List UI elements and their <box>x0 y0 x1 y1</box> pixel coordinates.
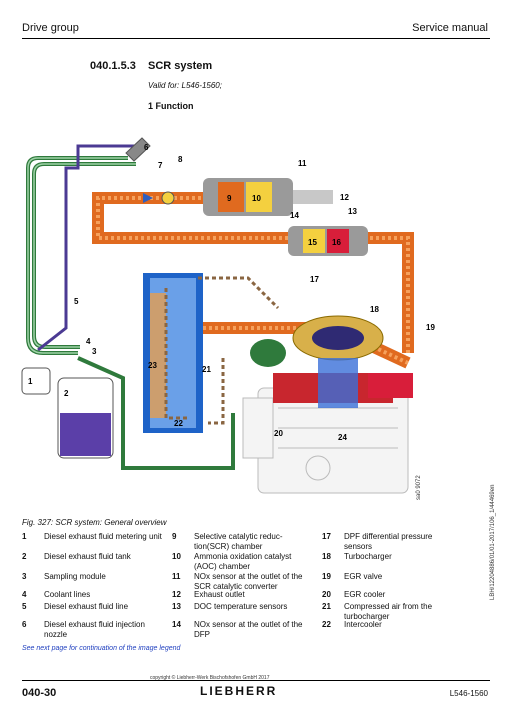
def-line <box>37 144 136 352</box>
page-number: 040-30 <box>22 687 57 699</box>
legend-number: 18 <box>322 552 331 561</box>
legend-text: DOC temperature sensors <box>194 602 288 611</box>
subsection-title: 1 Function <box>148 101 194 111</box>
part-label: 19 <box>426 323 435 332</box>
brand-logo: LIEBHERR <box>200 684 278 698</box>
part-label: 16 <box>332 238 341 247</box>
legend-text: Compressed air from the turbocharger <box>344 602 433 621</box>
part-label: 2 <box>64 389 69 398</box>
def-tank <box>57 377 114 459</box>
part-label: 23 <box>148 361 157 370</box>
legend-number: 12 <box>172 590 181 599</box>
legend-text: NOx sensor at the outlet of the SCR cata… <box>194 572 303 591</box>
part-label: 14 <box>290 211 299 220</box>
part-label: 22 <box>174 419 183 428</box>
header-right: Service manual <box>412 22 488 34</box>
continuation-note: See next page for continuation of the im… <box>22 645 181 652</box>
part-label: 8 <box>178 155 183 164</box>
legend-number: 21 <box>322 602 331 611</box>
legend-text: Intercooler <box>344 620 382 629</box>
legend-number: 19 <box>322 572 331 581</box>
legend-number: 2 <box>22 552 27 561</box>
figure-caption: Fig. 327: SCR system: General overview <box>22 518 167 527</box>
legend-number: 6 <box>22 620 27 629</box>
legend-number: 22 <box>322 620 331 629</box>
legend-text: NOx sensor at the outlet of the DFP <box>194 620 303 639</box>
part-label: 17 <box>310 275 319 284</box>
part-label: 18 <box>370 305 379 314</box>
part-label: 24 <box>338 433 347 442</box>
legend-text: Coolant lines <box>44 590 91 599</box>
legend-text: Exhaust outlet <box>194 590 245 599</box>
legend-text: Diesel exhaust fluid metering unit <box>44 532 162 541</box>
legend-number: 20 <box>322 590 331 599</box>
legend-text: Ammonia oxidation catalyst (AOC) chamber <box>194 552 292 571</box>
section-title: SCR system <box>148 60 213 72</box>
model-code: L546-1560 <box>449 689 488 698</box>
legend-number: 13 <box>172 602 181 611</box>
legend-text: Turbocharger <box>344 552 392 561</box>
legend-number: 1 <box>22 532 27 541</box>
legend-number: 14 <box>172 620 181 629</box>
scr-chamber <box>203 178 333 216</box>
legend-number: 4 <box>22 590 27 599</box>
egr-components <box>250 339 413 408</box>
part-labels: 1 2 3 4 5 6 7 8 9 10 11 12 13 14 15 16 1… <box>28 143 435 442</box>
legend-text: Diesel exhaust fluid tank <box>44 552 131 561</box>
turbocharger <box>292 315 384 361</box>
legend-text: EGR valve <box>344 572 383 581</box>
part-label: 20 <box>274 429 283 438</box>
part-label: 15 <box>308 238 317 247</box>
legend-text: Diesel exhaust fluid line <box>44 602 129 611</box>
part-label: 21 <box>202 365 211 374</box>
part-label: 1 <box>28 377 33 386</box>
injection-nozzle <box>125 137 175 205</box>
part-label: 6 <box>144 143 149 152</box>
part-label: 7 <box>158 161 163 170</box>
header-left: Drive group <box>22 22 79 34</box>
legend-number: 10 <box>172 552 181 561</box>
header-rule <box>22 38 490 39</box>
footer-rule <box>22 680 490 681</box>
copyright: copyright © Liebherr-Werk Bischofshofen … <box>150 675 270 681</box>
legend-text: Sampling module <box>44 572 106 581</box>
legend-number: 3 <box>22 572 27 581</box>
part-label: 9 <box>227 194 232 203</box>
engine-outline <box>242 387 409 494</box>
scr-system-diagram: 1 2 3 4 5 6 7 8 9 10 11 12 13 14 15 16 1… <box>21 137 435 500</box>
charge-air-path <box>164 276 280 425</box>
image-ref: sa0 9072 <box>416 475 422 500</box>
side-code: LBH/12204886/01/01-2017/106_1/44469en <box>490 484 496 600</box>
valid-for: Valid for: L546-1560; <box>148 81 222 90</box>
section-number: 040.1.5.3 <box>90 60 136 72</box>
dpf-chamber <box>288 226 368 256</box>
part-label: 12 <box>340 193 349 202</box>
part-label: 4 <box>86 337 91 346</box>
legend-text: DPF differential pressure sensors <box>344 532 433 551</box>
part-label: 11 <box>298 159 307 168</box>
legend-text: Selective catalytic reduc-tion(SCR) cham… <box>194 532 283 551</box>
part-label: 5 <box>74 297 79 306</box>
legend-number: 9 <box>172 532 177 541</box>
part-label: 3 <box>92 347 97 356</box>
legend-number: 5 <box>22 602 27 611</box>
legend-text: EGR cooler <box>344 590 386 599</box>
intercooler <box>143 273 203 433</box>
legend-number: 11 <box>172 572 181 581</box>
metering-unit <box>21 367 51 395</box>
legend-text: Diesel exhaust fluid injection nozzle <box>44 620 145 639</box>
part-label: 10 <box>252 194 261 203</box>
legend-number: 17 <box>322 532 331 541</box>
part-label: 13 <box>348 207 357 216</box>
